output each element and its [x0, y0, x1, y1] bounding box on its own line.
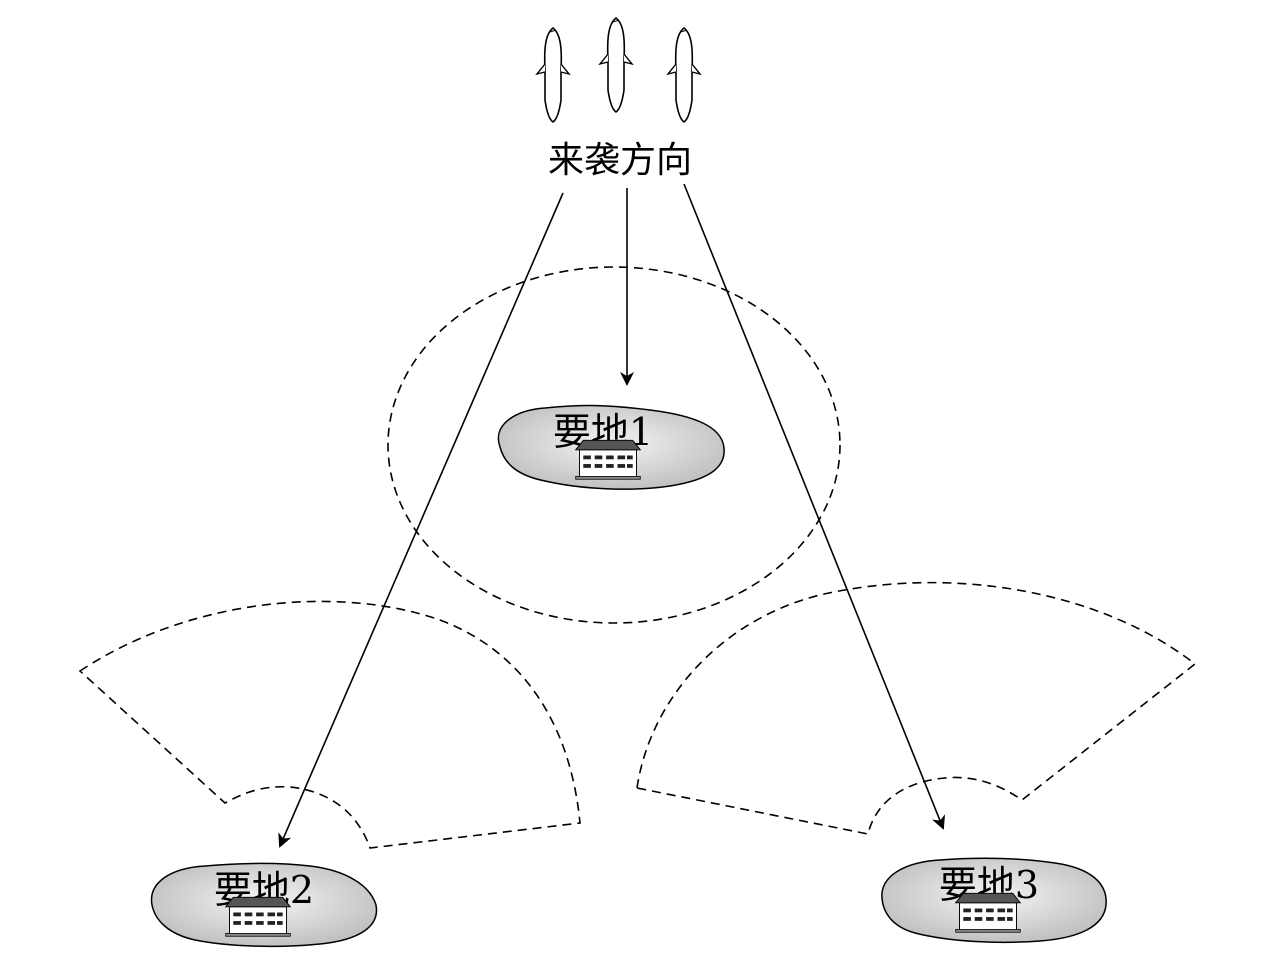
missile-icon — [667, 27, 701, 123]
arrow-to-site-2 — [278, 192, 564, 848]
building-icon — [225, 896, 291, 937]
missile-icon — [599, 17, 633, 113]
building-icon — [955, 892, 1021, 933]
site-3-defense-sector — [636, 581, 1197, 835]
missile-icon — [536, 27, 570, 123]
attack-direction-label: 来袭方向 — [548, 140, 692, 181]
building-icon — [575, 439, 641, 480]
site-3: 要地3 — [881, 857, 1107, 944]
site-1-defense-zone — [387, 266, 841, 624]
site-1: 要地1 — [497, 404, 725, 490]
site-2: 要地2 — [150, 862, 378, 948]
site-2-defense-sector — [78, 600, 581, 849]
arrow-to-site-3 — [683, 183, 946, 830]
